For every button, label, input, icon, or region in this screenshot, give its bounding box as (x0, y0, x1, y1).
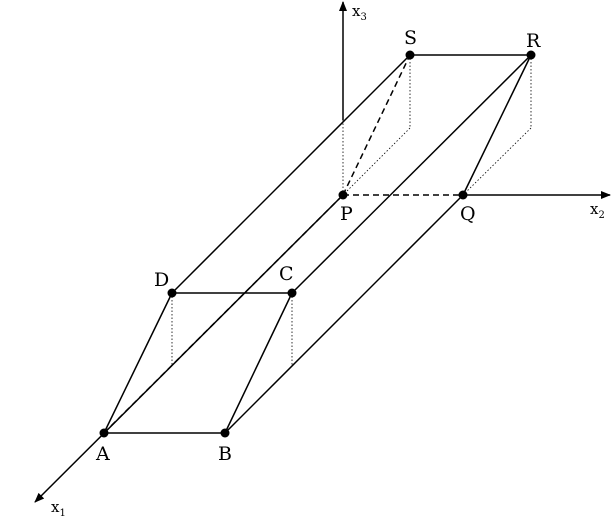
label-p: P (340, 203, 353, 225)
point-b (220, 428, 230, 438)
edge-q-r (462, 54, 532, 196)
point-d (167, 288, 177, 298)
edge-d-a (103, 292, 173, 434)
edge-p-s (342, 54, 411, 196)
label-q: Q (460, 203, 476, 225)
edge-b-q (224, 194, 464, 434)
x3-axis-label: x3 (352, 2, 367, 23)
label-a: A (95, 443, 110, 465)
label-r: R (526, 30, 541, 52)
x2-axis-label: x2 (590, 200, 605, 221)
label-b: B (218, 443, 232, 465)
edge-a-p (103, 194, 344, 434)
point-a (99, 428, 109, 438)
point-p (338, 190, 348, 200)
label-c: C (279, 263, 294, 285)
point-q (458, 190, 468, 200)
label-s: S (404, 27, 417, 49)
x1-axis-label: x1 (51, 498, 66, 519)
point-s (405, 50, 415, 60)
edge-d-s (171, 54, 411, 294)
edge-c-r (291, 54, 532, 294)
edge-b-c (224, 292, 293, 434)
point-r (526, 50, 536, 60)
proj-r-diagonal (462, 127, 532, 196)
label-d: D (154, 269, 169, 291)
point-c (287, 288, 297, 298)
